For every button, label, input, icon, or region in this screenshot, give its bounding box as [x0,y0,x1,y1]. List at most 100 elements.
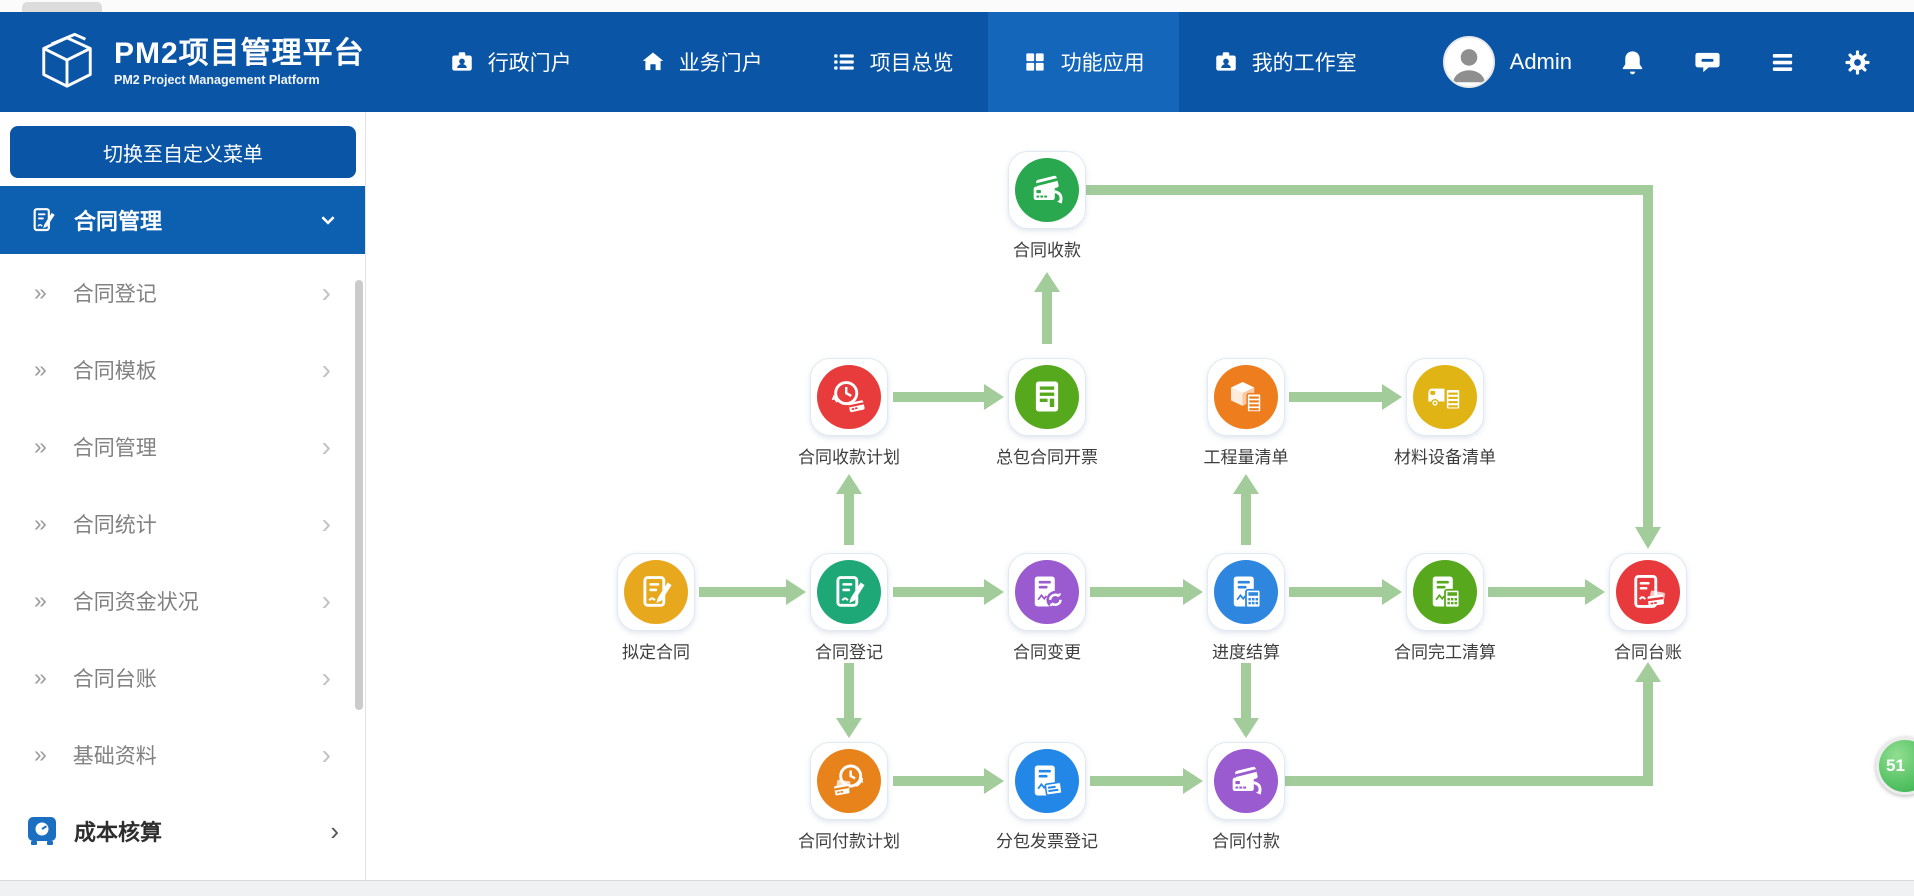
doc-card-icon [1616,560,1680,624]
flow-node-contract-completion-settlement[interactable]: 合同完工清算 [1360,553,1530,663]
chevron-right-icon: › [321,276,331,308]
node-card[interactable] [1008,358,1086,436]
section-label: 成本核算 [74,820,163,845]
cube-logo-icon [36,31,98,93]
app-title: PM2项目管理平台 [114,37,365,70]
flow-node-material-equipment-list[interactable]: 材料设备清单 [1360,358,1530,468]
sidebar-section-cost-accounting[interactable]: 成本核算 › [0,793,365,869]
chevron-right-icon: › [321,738,331,770]
nav-item-label: 功能应用 [1060,52,1145,75]
node-card[interactable] [810,553,888,631]
hamburger-menu-icon [1768,48,1797,77]
sidebar-item-contract-funds-status[interactable]: » 合同资金状况 › [0,562,365,639]
avatar[interactable] [1442,36,1495,88]
node-card[interactable] [810,358,888,436]
flow-node-bill-of-quantities[interactable]: 工程量清单 [1161,358,1331,468]
sidebar-item-contract-statistics[interactable]: » 合同统计 › [0,485,365,562]
doc-calc-icon [1413,560,1477,624]
node-label: 合同收款计划 [798,448,900,467]
list-icon [831,49,857,75]
sidebar-item-contract-registration[interactable]: » 合同登记 › [0,254,365,331]
nav-item-label: 业务门户 [678,52,763,75]
nav-item-admin-portal[interactable]: 行政门户 [415,12,606,112]
nav-item-label: 项目总览 [869,52,954,75]
chevron-right-icon: › [321,661,331,693]
nav-item-project-overview[interactable]: 项目总览 [797,12,988,112]
flow-node-contract-registration[interactable]: 合同登记 [764,553,934,663]
switch-custom-menu-button[interactable]: 切换至自定义菜单 [10,126,356,178]
node-card[interactable] [1609,553,1687,631]
node-card[interactable] [1406,553,1484,631]
node-card[interactable] [1207,742,1285,820]
sidebar-item-contract-ledger[interactable]: » 合同台账 › [0,639,365,716]
messages-button[interactable] [1693,48,1722,77]
flow-node-subcontract-invoice-registration[interactable]: 分包发票登记 [962,742,1132,852]
double-chevron-icon: » [34,356,47,382]
nav-item-business-portal[interactable]: 业务门户 [606,12,797,112]
node-label: 分包发票登记 [996,832,1098,851]
node-card[interactable] [617,553,695,631]
user-menu[interactable]: Admin [1442,36,1572,88]
nav-item-function-apps[interactable]: 功能应用 [987,12,1179,112]
sidebar-scrollbar[interactable] [355,280,363,710]
sidebar-item-label: 合同台账 [72,667,157,691]
id-badge-icon [449,49,475,75]
chevron-right-icon: › [321,430,331,462]
logo-text: PM2项目管理平台 PM2 Project Management Platfor… [114,37,365,87]
chevron-down-icon [319,211,337,229]
truck-list-icon [1413,365,1477,429]
node-card[interactable] [1008,553,1086,631]
flow-node-payment-plan[interactable]: 合同付款计划 [764,742,934,852]
doc-pencil-icon [817,560,881,624]
node-label: 合同付款计划 [798,832,900,851]
navbar-right-cluster: Admin [1442,12,1914,112]
node-card[interactable] [1207,358,1285,436]
doc-sync-icon [1015,560,1079,624]
flow-node-general-contract-invoicing[interactable]: 总包合同开票 [962,358,1132,468]
notifications-button[interactable] [1618,48,1647,77]
sidebar-item-basic-data[interactable]: » 基础资料 › [0,716,365,793]
sidebar-item-contract-template[interactable]: » 合同模板 › [0,331,365,408]
top-navbar: PM2项目管理平台 PM2 Project Management Platfor… [0,12,1914,112]
flow-node-contract-payment[interactable]: 合同付款 [1161,742,1331,852]
flow-node-contract-ledger[interactable]: 合同台账 [1563,553,1733,663]
flow-node-receipt-plan[interactable]: 合同收款计划 [764,358,934,468]
nav-item-label: 我的工作室 [1251,52,1357,75]
node-card[interactable] [1008,151,1086,229]
doc-invoice-icon [1015,365,1079,429]
node-card[interactable] [1406,358,1484,436]
user-avatar-icon [1445,38,1493,86]
sidebar-section-contract-management[interactable]: 合同管理 [0,186,365,254]
node-label: 拟定合同 [622,643,690,662]
section-label: 合同管理 [74,209,163,234]
settings-button[interactable] [1843,48,1872,77]
node-label: 合同完工清算 [1394,643,1496,662]
node-label: 工程量清单 [1203,448,1289,467]
doc-note-icon [1015,749,1079,813]
flow-node-draft-contract[interactable]: 拟定合同 [571,553,741,663]
cards-arrow-icon [1214,749,1278,813]
node-label: 总包合同开票 [996,448,1098,467]
node-label: 合同登记 [815,643,883,662]
app-logo[interactable]: PM2项目管理平台 PM2 Project Management Platfor… [0,12,389,112]
chevron-right-icon: › [321,353,331,385]
chevron-right-icon: › [321,507,331,539]
node-label: 合同台账 [1614,643,1682,662]
home-icon [640,49,666,75]
doc-calc-icon [1214,560,1278,624]
node-card[interactable] [1207,553,1285,631]
nav-item-my-workspace[interactable]: 我的工作室 [1179,12,1391,112]
double-chevron-icon: » [34,587,47,613]
sidebar-item-label: 合同统计 [72,513,157,537]
node-label: 进度结算 [1212,643,1280,662]
doc-pencil-icon [28,205,58,235]
flow-node-contract-receipt[interactable]: 合同收款 [962,151,1132,261]
node-card[interactable] [1008,742,1086,820]
flow-node-contract-change[interactable]: 合同变更 [962,553,1132,663]
double-chevron-icon: » [34,433,47,459]
node-card[interactable] [810,742,888,820]
flow-node-progress-settlement[interactable]: 进度结算 [1161,553,1331,663]
sidebar-item-contract-management[interactable]: » 合同管理 › [0,408,365,485]
menu-button[interactable] [1768,48,1797,77]
node-label: 材料设备清单 [1394,448,1496,467]
